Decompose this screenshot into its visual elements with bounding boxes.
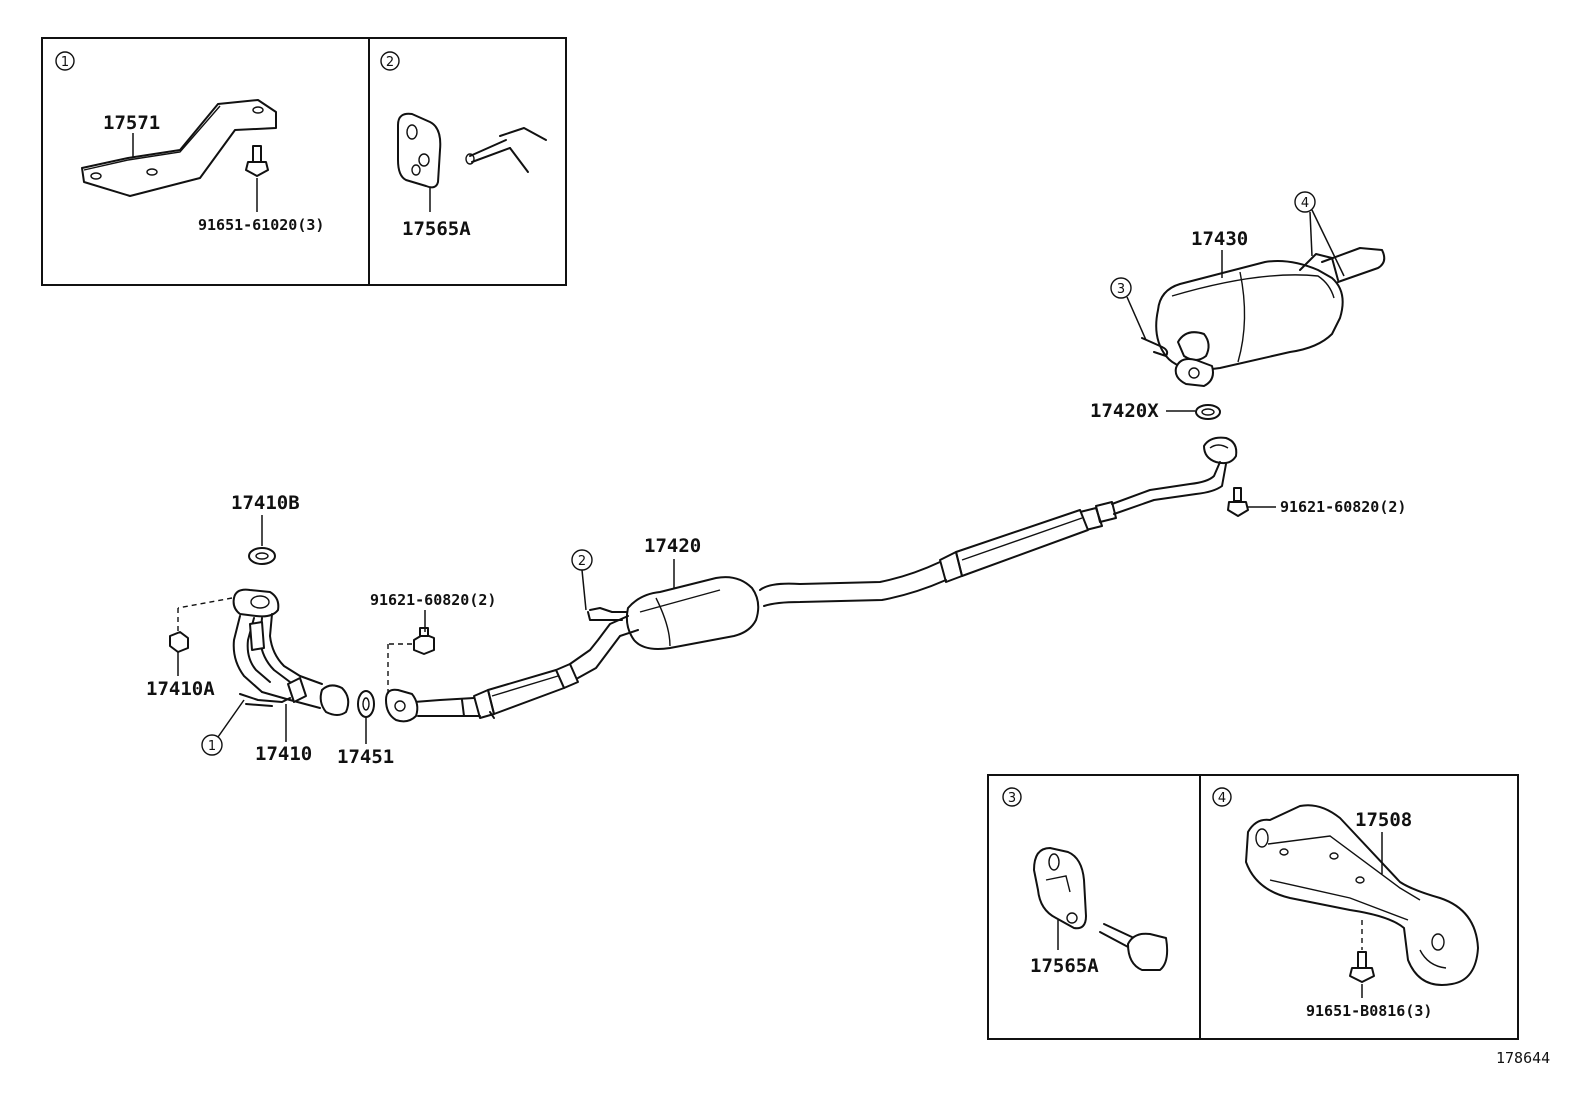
part-label-91621-60820-rear: 91621-60820(2): [1280, 498, 1406, 516]
callout-number: 4: [1218, 791, 1226, 806]
hanger-rod-bottom: [1099, 923, 1169, 971]
rubber-hanger-17565A: [397, 112, 442, 189]
inset-box-4: 4 17508 91651-B0816(3): [1199, 774, 1519, 1040]
part-label-91651-B0816: 91651-B0816(3): [1306, 1002, 1432, 1020]
bolt-91651-B0816: [1349, 951, 1375, 983]
part-label-17410: 17410: [255, 743, 312, 765]
part-label-91651-61020: 91651-61020(3): [198, 216, 324, 234]
gasket-17420X: [1195, 404, 1221, 420]
bolt-91621-60820-front: [413, 627, 435, 655]
inset-box-3: 3 17565A: [987, 774, 1201, 1040]
bolt-91651-61020: [245, 145, 269, 177]
front-pipe-17410: [232, 588, 350, 716]
rubber-hanger-17565A-bottom: [1033, 847, 1087, 930]
part-label-17565A-bottom: 17565A: [1030, 955, 1099, 977]
part-label-17571: 17571: [103, 112, 160, 134]
inset-box-1: 1 17571 91651-61020(3): [41, 37, 370, 286]
hanger-rod: [465, 127, 547, 173]
nut-17410A: [169, 631, 189, 653]
part-label-91621-60820-front: 91621-60820(2): [370, 591, 496, 609]
rear-muffler-17430: [1141, 247, 1386, 387]
center-pipe-17420: [385, 436, 1238, 723]
callout-number: 4: [1301, 196, 1309, 211]
part-label-17420: 17420: [644, 535, 701, 557]
callout-number: 2: [578, 554, 586, 569]
part-label-17410A: 17410A: [146, 678, 215, 700]
callout-number: 1: [208, 739, 216, 754]
bolt-91621-60820-rear: [1227, 487, 1249, 517]
callout-number: 2: [386, 55, 394, 70]
part-label-17430: 17430: [1191, 228, 1248, 250]
callout-number: 3: [1117, 282, 1125, 297]
inset-box-2: 2 17565A: [368, 37, 567, 286]
part-label-17508: 17508: [1355, 809, 1412, 831]
bracket-17508: [1245, 804, 1479, 986]
part-label-17451: 17451: [337, 746, 394, 768]
gasket-17410B: [248, 547, 276, 565]
gasket-17451: [357, 690, 375, 718]
part-label-17410B: 17410B: [231, 492, 300, 514]
diagram-id: 178644: [1496, 1049, 1550, 1067]
bracket-17571: [81, 99, 277, 197]
callout-number: 3: [1008, 791, 1016, 806]
callout-number: 1: [61, 55, 69, 70]
part-label-17420X: 17420X: [1090, 400, 1159, 422]
part-label-17565A: 17565A: [402, 218, 471, 240]
